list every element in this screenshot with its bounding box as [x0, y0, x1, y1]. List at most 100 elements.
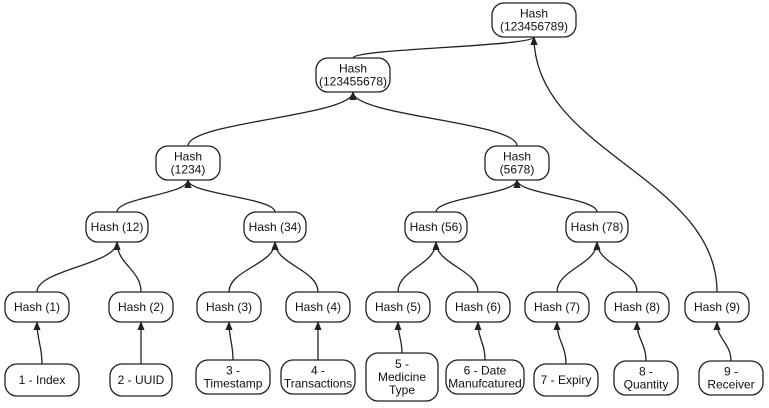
node-l3: 3 -Timestamp [195, 359, 271, 395]
node-h56: Hash (56) [404, 211, 468, 243]
edge-l9-to-h9 [713, 321, 732, 362]
edge-h56-to-h5678 [435, 179, 521, 213]
edge-h2-to-h12 [113, 241, 142, 293]
node-h12-box [85, 211, 149, 243]
edge-h34-to-h1234 [184, 179, 276, 213]
node-h9-label-0: Hash (9) [694, 300, 740, 314]
node-l1-label-0: 1 - Index [19, 373, 66, 387]
node-h1234-box [155, 145, 221, 181]
node-h1234: Hash(1234) [155, 145, 221, 181]
node-root: Hash(123456789) [491, 2, 577, 38]
edge-h7-to-h78 [556, 241, 601, 293]
node-h12: Hash (12) [85, 211, 149, 243]
node-h5678-box [484, 145, 550, 181]
node-l4-label-1: Transactions [284, 377, 352, 391]
node-h4-box [285, 291, 351, 323]
node-h5678: Hash(5678) [484, 145, 550, 181]
node-l5-label-1: Medicine [378, 370, 426, 384]
node-l3-label-0: 3 - [226, 364, 240, 378]
edge-h78-to-h5678 [513, 179, 598, 213]
node-l9-label-1: Receiver [707, 378, 754, 392]
node-l9-box [698, 360, 764, 396]
node-h34: Hash (34) [243, 211, 307, 243]
node-l8-box [613, 360, 679, 396]
node-l5-label-2: Type [389, 383, 415, 397]
node-h1-8-box [315, 57, 391, 93]
node-l8: 8 -Quantity [613, 360, 679, 396]
node-l8-label-1: Quantity [624, 378, 669, 392]
node-h3: Hash (3) [196, 291, 262, 323]
node-h6: Hash (6) [445, 291, 511, 323]
node-h1: Hash (1) [4, 291, 70, 323]
node-h2-box [108, 291, 174, 323]
node-h4: Hash (4) [285, 291, 351, 323]
node-h7: Hash (7) [524, 291, 590, 323]
node-h6-label-0: Hash (6) [455, 300, 501, 314]
node-h7-box [524, 291, 590, 323]
edge-h8-to-h78 [593, 241, 638, 293]
node-l4-label-0: 4 - [311, 364, 325, 378]
node-h1-8-label-1: (123455678) [319, 75, 387, 89]
node-h8-label-0: Hash (8) [614, 300, 660, 314]
node-l7: 7 - Expiry [533, 363, 599, 397]
edge-l7-to-h7 [553, 321, 567, 365]
node-h56-label-0: Hash (56) [410, 220, 463, 234]
edge-h1-to-h12 [36, 241, 121, 293]
node-l7-box [533, 363, 599, 397]
node-l8-label-0: 8 - [639, 365, 653, 379]
edges-layer [33, 36, 732, 365]
edge-l8-to-h8 [633, 321, 647, 362]
node-l5-label-0: 5 - [395, 357, 409, 371]
node-l4: 4 -Transactions [280, 359, 356, 395]
node-root-box [491, 2, 577, 38]
node-h1-8: Hash(123455678) [315, 57, 391, 93]
edge-h5-to-h56 [397, 241, 440, 293]
nodes-layer: Hash(123456789)Hash(123455678)Hash(1234)… [4, 2, 764, 402]
edge-l1-to-h1 [33, 321, 43, 365]
node-l1-box [4, 363, 80, 397]
node-l6-label-0: 6 - Date [464, 364, 507, 378]
node-h8-box [604, 291, 670, 323]
node-l9: 9 -Receiver [698, 360, 764, 396]
node-h9-box [684, 291, 750, 323]
node-l5-box [365, 352, 439, 402]
node-l2-label-0: 2 - UUID [118, 373, 165, 387]
node-h3-box [196, 291, 262, 323]
node-h5678-label-0: Hash [503, 150, 531, 164]
node-h1-label-0: Hash (1) [14, 300, 60, 314]
node-h78: Hash (78) [565, 211, 629, 243]
node-h1234-label-0: Hash [174, 150, 202, 164]
edge-h6-to-h56 [432, 241, 479, 293]
edge-l5-to-h5 [394, 321, 403, 354]
node-h78-label-0: Hash (78) [571, 220, 624, 234]
node-l2: 2 - UUID [109, 363, 173, 397]
node-h2: Hash (2) [108, 291, 174, 323]
node-h34-box [243, 211, 307, 243]
node-h5-box [365, 291, 431, 323]
node-l9-label-0: 9 - [724, 365, 738, 379]
node-h8: Hash (8) [604, 291, 670, 323]
node-h6-box [445, 291, 511, 323]
edge-l6-to-h6 [474, 321, 486, 361]
node-root-label-1: (123456789) [500, 20, 568, 34]
node-l6-box [445, 359, 525, 395]
edge-l3-to-h3 [225, 321, 234, 361]
node-h9: Hash (9) [684, 291, 750, 323]
edge-h4-to-h34 [271, 241, 319, 293]
node-h56-box [404, 211, 468, 243]
node-h78-box [565, 211, 629, 243]
node-h1234-label-1: (1234) [171, 163, 206, 177]
node-l3-box [195, 359, 271, 395]
edge-h9-to-root [530, 36, 718, 293]
edge-h12-to-h1234 [116, 179, 192, 213]
node-h12-label-0: Hash (12) [91, 220, 144, 234]
node-h3-label-0: Hash (3) [206, 300, 252, 314]
node-h1-box [4, 291, 70, 323]
node-h2-label-0: Hash (2) [118, 300, 164, 314]
node-h4-label-0: Hash (4) [295, 300, 341, 314]
node-l3-label-1: Timestamp [204, 377, 263, 391]
edge-h5678-to-h1-8 [349, 91, 518, 147]
node-root-label-0: Hash [520, 7, 548, 21]
